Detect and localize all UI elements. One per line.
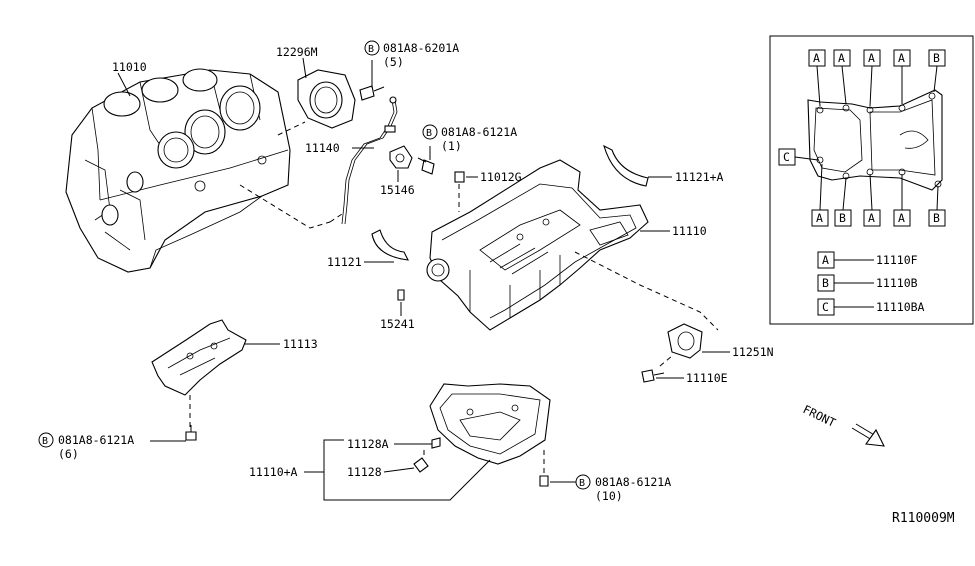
circle-b-bolt1: [364, 40, 380, 56]
leader-retainer: [302, 57, 307, 79]
bracket-lower-pan: [323, 439, 491, 501]
inset-bottom-letter-5: B: [933, 211, 940, 225]
label-plug: 11012G: [480, 170, 522, 184]
seal-retainer-drawing: [297, 69, 356, 129]
inset-top-letter-1: A: [813, 51, 820, 65]
legend-key-b: B: [822, 276, 829, 290]
label-bolt-b1-qty: (5): [383, 55, 404, 69]
inset-bottom-box-5: [928, 209, 946, 227]
inset-top-box-1: [808, 49, 826, 67]
circle-b-letter-3: B: [42, 436, 48, 447]
inset-top-letter-5: B: [933, 51, 940, 65]
label-bolt-b3: 081A8-6121A: [58, 433, 134, 447]
inset-pan-drawing: [807, 89, 943, 191]
inset-top-letter-3: A: [868, 51, 875, 65]
legend-key-c: C: [822, 300, 829, 314]
inset-top-box-4: [893, 49, 911, 67]
sensor-drawing: [389, 145, 413, 169]
inset-bottom-letter-3: A: [868, 211, 875, 225]
circle-b-letter-4: B: [579, 478, 585, 489]
label-gasket-right: 11121+A: [675, 170, 724, 184]
inset-legend: A 11110F B 11110B C 11110BA: [817, 251, 925, 316]
inset-top-callouts: A A A A B: [808, 49, 946, 107]
circle-b-bolt3: [38, 432, 54, 448]
plug-drawing: [454, 171, 465, 183]
label-bracket: 11113: [283, 337, 318, 351]
label-bolt-b4-qty: (10): [595, 489, 623, 503]
label-bolt-b3-qty: (6): [58, 447, 79, 461]
inset-top-box-5: [928, 49, 946, 67]
bolt-b3-drawing: [185, 425, 197, 441]
upper-oil-pan-drawing: [426, 159, 649, 331]
label-bolt-b1: 081A8-6201A: [383, 41, 459, 55]
gasket-left-drawing: [371, 229, 409, 261]
front-label: FRONT: [801, 402, 838, 430]
label-drain-plug: 11128: [347, 465, 382, 479]
bracket-drawing: [151, 319, 247, 396]
diagram-id: R110009M: [892, 511, 955, 526]
inset-left-leader: [794, 156, 819, 161]
label-lower-pan: 11110+A: [249, 465, 298, 479]
label-sensor: 15146: [380, 183, 415, 197]
inset-left-letter: C: [783, 150, 790, 164]
circle-b-letter-1: B: [368, 44, 374, 55]
bolt-b2-drawing: [417, 157, 435, 175]
label-upper-pan: 11110: [672, 224, 707, 238]
label-harness: 11140: [305, 141, 340, 155]
inset-bottom-box-2: [834, 209, 852, 227]
label-drain-bolt: 15241: [380, 317, 415, 331]
inset-bottom-box-3: [863, 209, 881, 227]
label-bolt-e: 11110E: [686, 371, 728, 385]
inset-bottom-callouts: A B A A B: [811, 163, 946, 227]
circle-b-bolt2: [422, 124, 438, 140]
label-rear-seal: 11251N: [732, 345, 774, 359]
inset-top-box-3: [863, 49, 881, 67]
dash-block-harness: [239, 184, 346, 229]
leader-drain-plug: [383, 467, 415, 473]
leader-block: [117, 72, 131, 97]
drain-plug-drawing: [413, 457, 429, 473]
harness-drawing: [341, 96, 398, 225]
dash-rear-seal-bolt: [659, 355, 673, 367]
bolt-b4-drawing: [539, 450, 549, 487]
engine-block-drawing: [65, 68, 291, 273]
front-arrow-icon: [851, 423, 885, 447]
legend-key-a: A: [822, 253, 829, 267]
washer-drawing: [431, 437, 441, 449]
label-washer: 11128A: [347, 437, 389, 451]
legend-part-a: 11110F: [876, 253, 918, 267]
inset-bottom-box-1: [811, 209, 829, 227]
label-bolt-b2-qty: (1): [441, 139, 462, 153]
label-bolt-b4: 081A8-6121A: [595, 475, 671, 489]
inset-frame: [769, 35, 974, 325]
dash-pan-rear-seal: [574, 251, 719, 331]
label-gasket-left: 11121: [327, 255, 362, 269]
label-block: 11010: [112, 60, 147, 74]
circle-b-letter-2: B: [426, 128, 432, 139]
inset-top-box-2: [833, 49, 851, 67]
bolt-e-drawing: [641, 369, 665, 383]
label-bolt-b2: 081A8-6121A: [441, 125, 517, 139]
inset-top-letter-2: A: [838, 51, 845, 65]
legend-part-b: 11110B: [876, 276, 918, 290]
drain-bolt-drawing: [397, 289, 405, 301]
legend-part-c: 11110BA: [876, 300, 925, 314]
inset-top-letter-4: A: [898, 51, 905, 65]
rear-seal-drawing: [667, 323, 703, 359]
inset-bottom-letter-1: A: [816, 211, 823, 225]
circle-b-bolt4: [575, 474, 591, 490]
inset-bottom-letter-2: B: [839, 211, 846, 225]
label-seal-retainer: 12296M: [276, 45, 318, 59]
gasket-right-drawing: [603, 144, 649, 187]
bolt-b1-drawing: [359, 85, 385, 101]
inset-left-box: [778, 148, 796, 166]
inset-bottom-letter-4: A: [898, 211, 905, 225]
lower-oil-pan-drawing: [429, 383, 551, 465]
inset-bottom-box-4: [893, 209, 911, 227]
